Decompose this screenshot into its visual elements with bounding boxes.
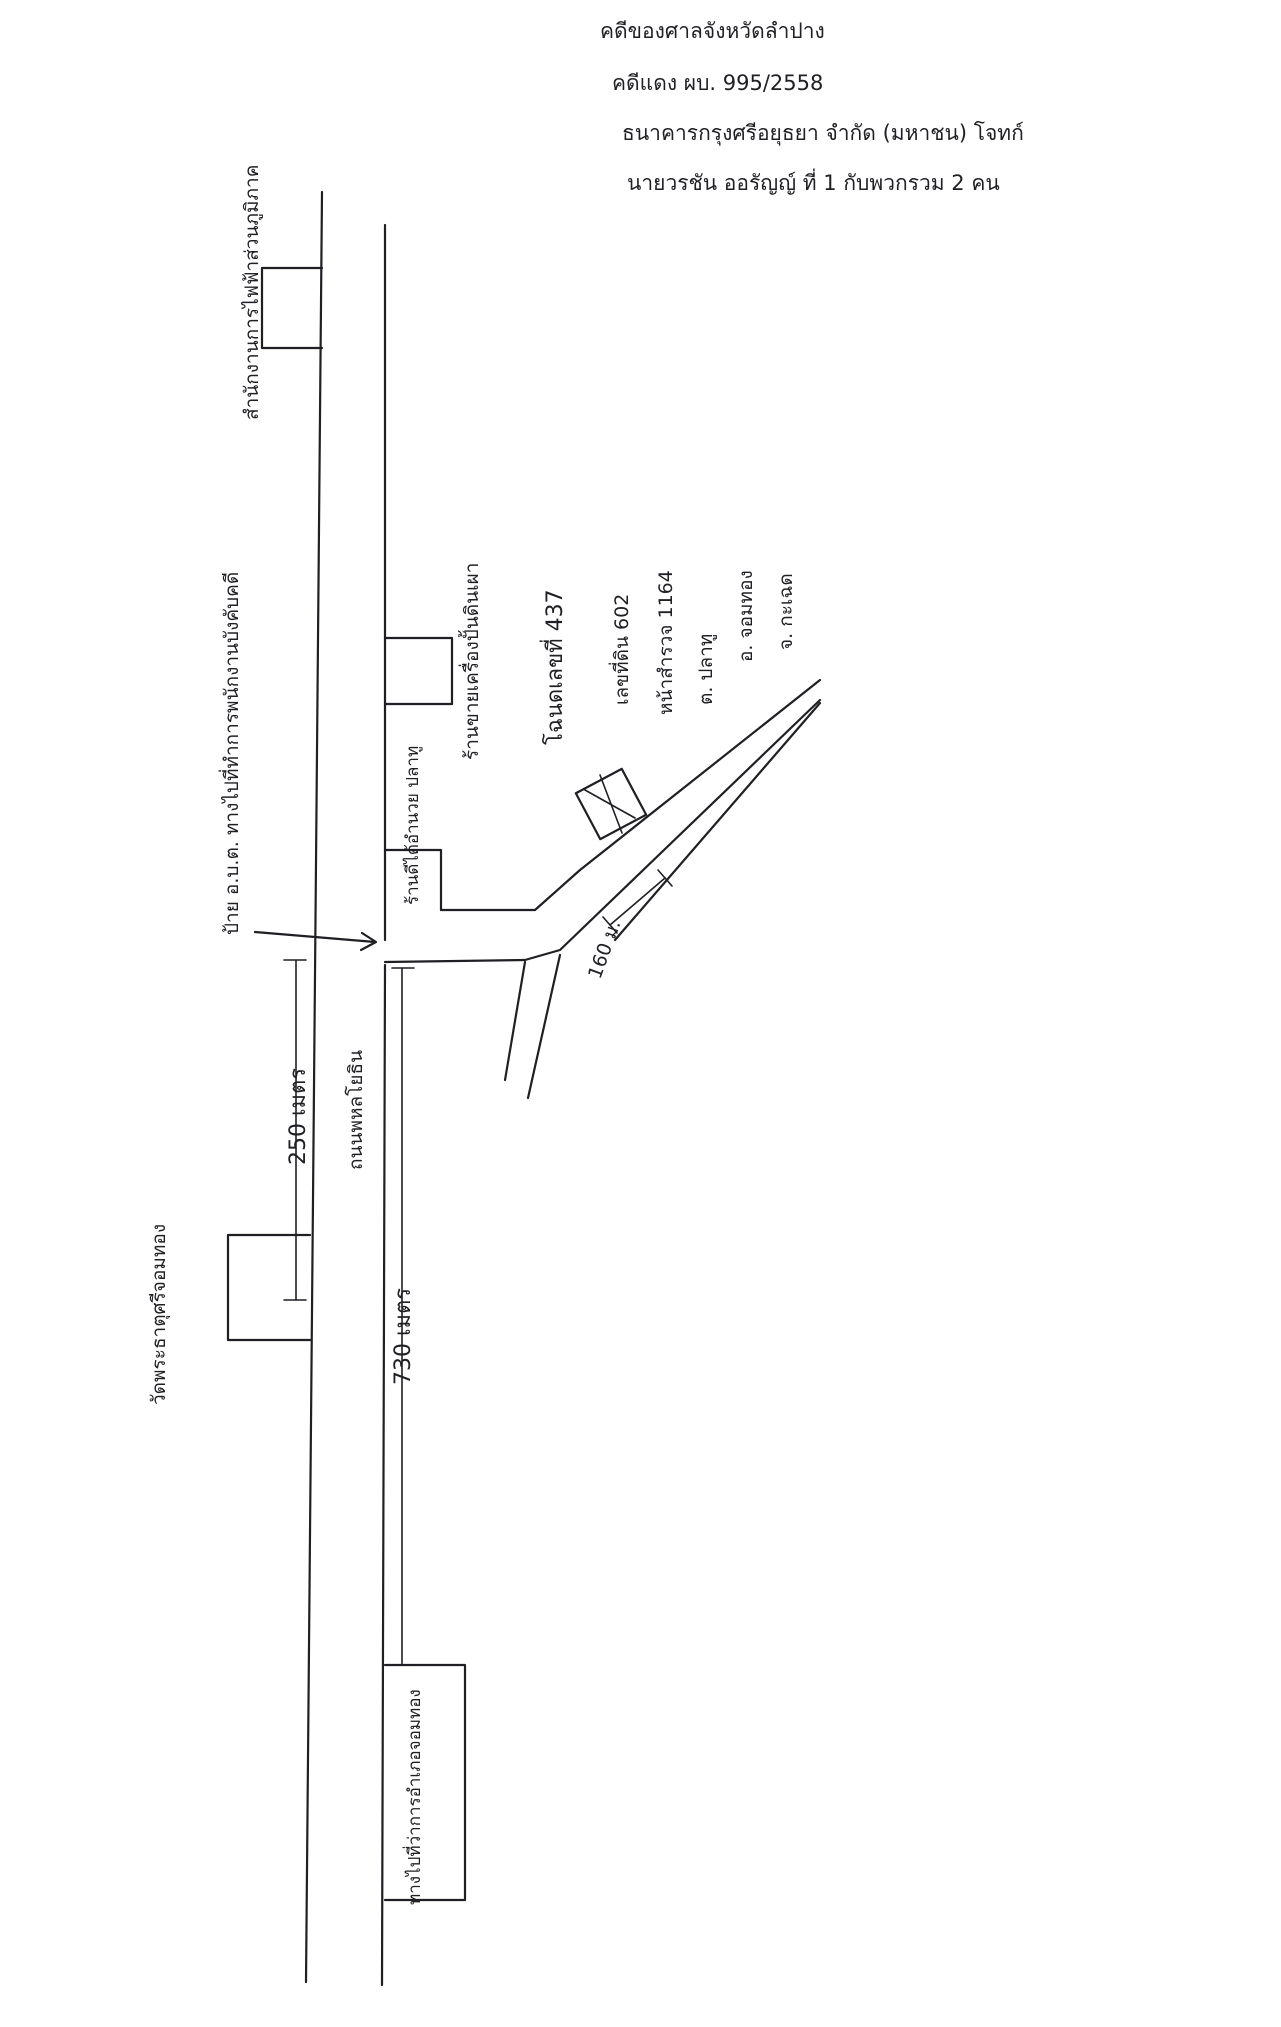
dimension-730m (391, 967, 415, 1666)
case-note-line1: คดีของศาลจังหวัดลำปาง (600, 19, 825, 43)
main-road-right-edge-lower (380, 963, 387, 1987)
property-subdistrict: ต. ปลาทู (695, 634, 717, 705)
side-road-left-stub (503, 960, 527, 1082)
property-parcel-marker (574, 767, 648, 841)
main-road-left-edge (304, 190, 324, 1984)
sign-arrow (253, 930, 378, 952)
temple-box (226, 1233, 312, 1342)
temple-label: วัดพระธาตุศรีจอมทอง (148, 1224, 171, 1405)
side-road-upper-edge (439, 678, 822, 912)
distance-160m-label: 160 ม. (584, 917, 625, 982)
junction-sign-label: ป้าย อ.บ.ต. ทางไปที่ทำการพนักงานบังคับคด… (218, 572, 243, 935)
case-note-line4: นายวรชัน ออรัญญ์ ที่ 1 กับพวกรวม 2 คน (627, 168, 1000, 195)
pottery-yard-box (383, 636, 454, 706)
property-deed-no: เลขที่ดิน 602 (608, 594, 633, 705)
pottery-yard-label: ร้านขายเครื่องปั้นดินเผา (458, 563, 483, 760)
property-province: จ. กะเฉด (775, 573, 797, 650)
shop-box (383, 848, 443, 912)
dimension-250m (283, 959, 307, 1301)
side-road-far-edge (613, 701, 822, 942)
property-page: หน้าสำรวจ 1164 (655, 570, 677, 715)
side-road-lower-edge (383, 698, 822, 964)
dimension-160m (602, 869, 673, 934)
property-title: โฉนดเลขที่ 437 (539, 589, 568, 745)
distance-250m-label: 250 เมตร (286, 1068, 311, 1165)
top-building-label: สำนักงานการไฟฟ้าส่วนภูมิภาค (241, 165, 263, 420)
side-road-right-stub (526, 953, 562, 1100)
case-note-line3: ธนาคารกรุงศรีอยุธยา จำกัด (มหาชน) โจทก์ (622, 121, 1024, 146)
distance-730m-label: 730 เมตร (391, 1288, 416, 1385)
office-box (383, 1663, 467, 1902)
top-building-box (260, 266, 324, 350)
office-label: ทางไปที่ว่าการอำเภอจอมทอง (402, 1689, 425, 1905)
main-road-label: ถนนพหลโยธิน (344, 1050, 367, 1170)
property-district: อ. จอมทอง (735, 570, 757, 662)
shop-label: ร้านดีได้อำนวย ปลาทู (402, 746, 423, 905)
case-note-line2: คดีแดง ผบ. 995/2558 (612, 71, 823, 95)
